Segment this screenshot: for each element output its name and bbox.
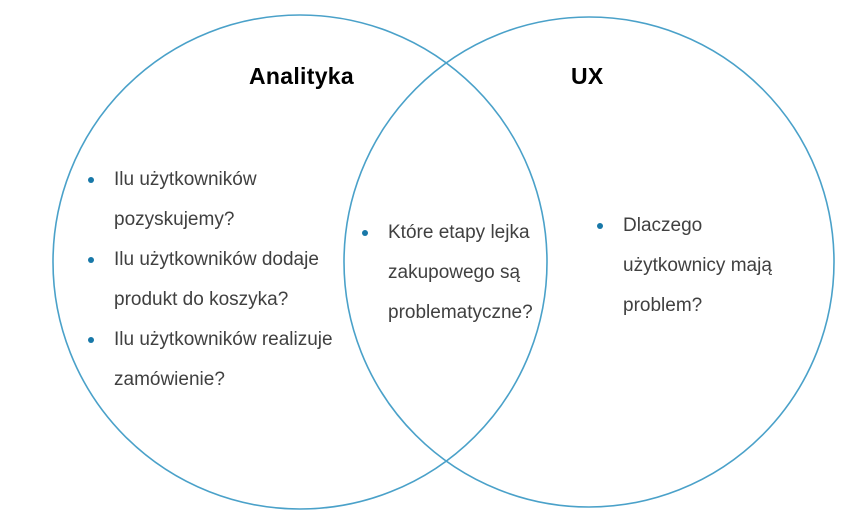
left-circle-outline <box>52 14 548 510</box>
list-item: Dlaczego użytkownicy mają problem? <box>593 206 773 326</box>
list-item: Które etapy lejka zakupowego są problema… <box>358 213 533 333</box>
list-item-text: Które etapy lejka zakupowego są problema… <box>388 222 533 323</box>
left-circle-list: Ilu użytkowników pozyskujemy? Ilu użytko… <box>84 160 334 400</box>
bullet-icon <box>88 177 94 183</box>
right-circle-outline <box>343 16 835 508</box>
list-item: Ilu użytkowników realizuje zamówienie? <box>84 320 334 400</box>
left-circle-title: Analityka <box>249 63 354 89</box>
list-item: Ilu użytkowników pozyskujemy? <box>84 160 334 240</box>
bullet-icon <box>362 230 368 236</box>
overlap-list: Które etapy lejka zakupowego są problema… <box>358 213 533 333</box>
bullet-icon <box>88 257 94 263</box>
list-item-text: Ilu użytkowników dodaje produkt do koszy… <box>114 249 319 310</box>
right-circle-list: Dlaczego użytkownicy mają problem? <box>593 206 773 326</box>
list-item-text: Dlaczego użytkownicy mają problem? <box>623 215 772 316</box>
bullet-icon <box>88 337 94 343</box>
list-item-text: Ilu użytkowników realizuje zamówienie? <box>114 329 333 390</box>
bullet-icon <box>597 223 603 229</box>
list-item: Ilu użytkowników dodaje produkt do koszy… <box>84 240 334 320</box>
list-item-text: Ilu użytkowników pozyskujemy? <box>114 169 257 230</box>
right-circle-title: UX <box>571 63 604 89</box>
